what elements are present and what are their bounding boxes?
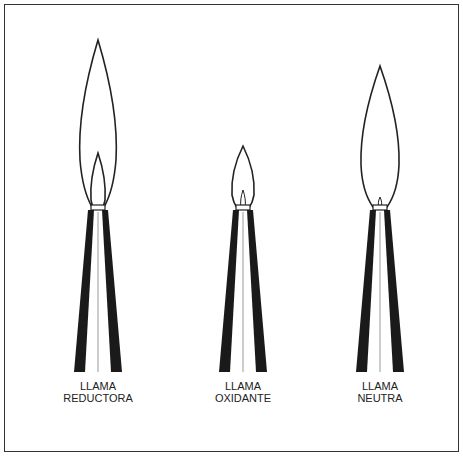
flame-label: LLAMA OXIDANTE: [215, 380, 271, 404]
frame-border: [5, 5, 459, 452]
flame-label: LLAMA REDUCTORA: [63, 380, 132, 404]
oxidizing-flame: [232, 146, 254, 210]
neutral-flame: [361, 66, 399, 210]
torch-tubes: [74, 210, 404, 372]
flame-label: LLAMA NEUTRA: [357, 380, 402, 404]
reducing-flame: [80, 40, 117, 210]
